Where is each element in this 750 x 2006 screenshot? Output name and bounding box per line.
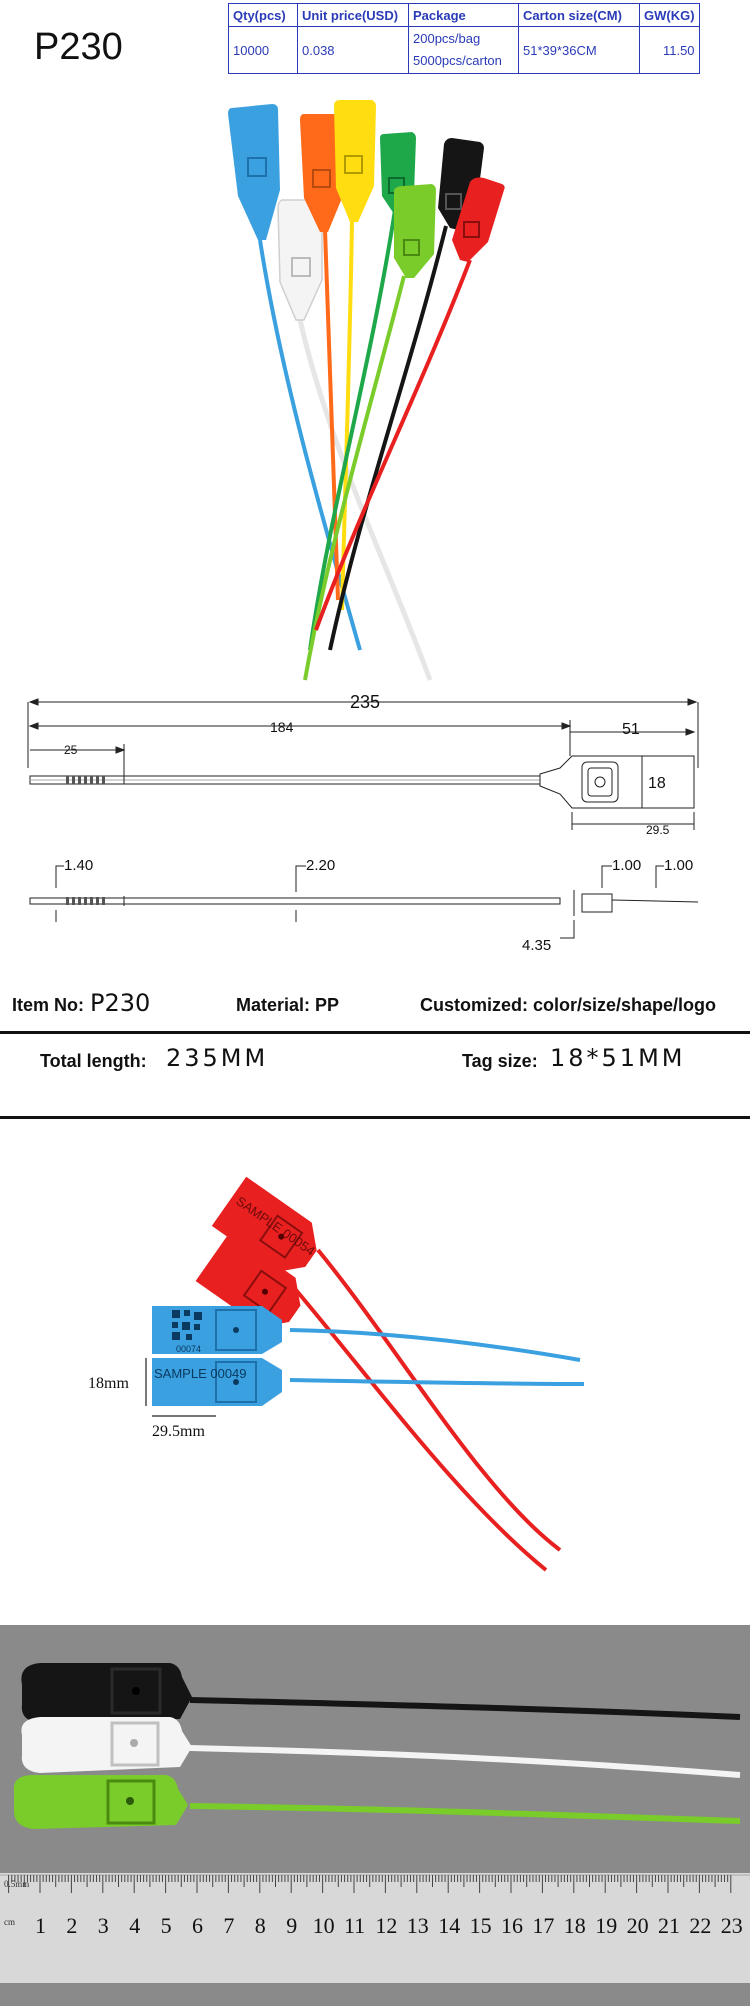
ruler-number: 8 [255,1913,266,1938]
ruler-number: 3 [98,1913,109,1938]
ruler-number: 13 [407,1913,429,1938]
dim-teeth: 25 [64,743,78,757]
ruler-number: 17 [532,1913,554,1938]
tag-size-label: Tag size: [462,1051,538,1071]
spec-table: Qty(pcs) Unit price(USD) Package Carton … [228,3,700,74]
blue-tag-sample: SAMPLE 00049 [152,1358,282,1406]
tag-size-value: 18*51MM [550,1044,686,1072]
ruler-number: 18 [564,1913,586,1938]
seal-lime [303,184,436,681]
blue-tag-qr: 00074 [152,1306,282,1354]
dim-tail: 184 [270,719,294,735]
item-label: Item No: [12,995,84,1015]
seal-red [314,177,505,631]
qr-tag-text: 00074 [176,1344,201,1354]
ruler-number: 12 [375,1913,397,1938]
dim-base: 4.35 [522,937,551,954]
ruler-number: 1 [35,1913,46,1938]
ruler-number: 15 [470,1913,492,1938]
seal-white-photo [21,1717,741,1778]
package-line-1: 200pcs/bag [413,31,481,46]
dim-tag-len: 51 [622,721,640,738]
size-info-row: Total length: 235MM Tag size: 18*51MM [0,1035,750,1095]
ruler [0,1873,750,1983]
ruler-number: 5 [161,1913,172,1938]
separator-2 [0,1116,750,1119]
header-carton: Carton size(CM) [518,3,640,27]
cell-carton: 51*39*36CM [518,26,640,74]
cell-price: 0.038 [297,26,409,74]
total-length-label: Total length: [40,1051,147,1071]
customized-label: Customized: color/size/shape/logo [420,995,717,1015]
red-tag-2 [195,1231,301,1327]
blue-tag-text: SAMPLE 00049 [154,1366,247,1381]
ruler-number: 11 [344,1913,365,1938]
separator-1 [0,1031,750,1034]
seal-black-photo [21,1663,741,1723]
ruler-number: 21 [658,1913,680,1938]
material-label: Material: PP [236,995,340,1015]
spec-table-header-row: Qty(pcs) Unit price(USD) Package Carton … [228,3,700,27]
sample-tags-photo: SAMPLE 00054 00074 SAMPLE 00049 18mm 29.… [88,1176,585,1572]
cell-package: 200pcs/bag 5000pcs/carton [408,26,519,74]
ruler-number: 14 [438,1913,460,1938]
ruler-number: 20 [627,1913,649,1938]
dim-total: 235 [350,692,380,712]
header-price: Unit price(USD) [297,3,409,27]
dim-tag-w: 29.5 [646,823,670,837]
item-info-row: Item No: P230 Material: PP Customized: c… [0,983,750,1023]
ruler-number: 19 [595,1913,617,1938]
dim-strap: 2.20 [306,857,335,874]
dim-tip: 1.40 [64,857,93,874]
package-line-2: 5000pcs/carton [413,53,502,68]
total-length-value: 235MM [166,1044,269,1072]
header-gw: GW(KG) [639,3,700,27]
model-number: P230 [34,26,123,68]
ruler-number: 10 [313,1913,335,1938]
ruler-number: 4 [129,1913,140,1938]
color-seals-photo [228,100,505,681]
dim-tag-h: 18 [648,775,666,792]
ruler-number: 22 [689,1913,711,1938]
ruler-number: 9 [286,1913,297,1938]
technical-drawing: 235 184 51 25 18 29.5 1.40 2.20 1.00 1.0… [27,692,699,954]
dim-a: 1.00 [612,857,641,874]
header-package: Package [408,3,519,27]
seal-orange [300,114,344,601]
sample-height-label: 18mm [88,1375,129,1392]
cell-qty: 10000 [228,26,298,74]
seal-white [277,199,433,681]
ruler-unit-label: cm [4,1917,15,1927]
ruler-scale-label: 0.5mm [4,1879,29,1889]
item-value: P230 [90,989,151,1017]
sample-width-label: 29.5mm [152,1423,205,1440]
cell-gw: 11.50 [639,26,700,74]
ruler-number: 16 [501,1913,523,1938]
dim-b: 1.00 [664,857,693,874]
ruler-number: 6 [192,1913,203,1938]
seal-green-photo [13,1775,741,1829]
spec-table-row: 10000 0.038 200pcs/bag 5000pcs/carton 51… [228,26,700,74]
ruler-number: 23 [721,1913,743,1938]
ruler-number: 2 [66,1913,77,1938]
ruler-number: 7 [223,1913,234,1938]
header-qty: Qty(pcs) [228,3,298,27]
